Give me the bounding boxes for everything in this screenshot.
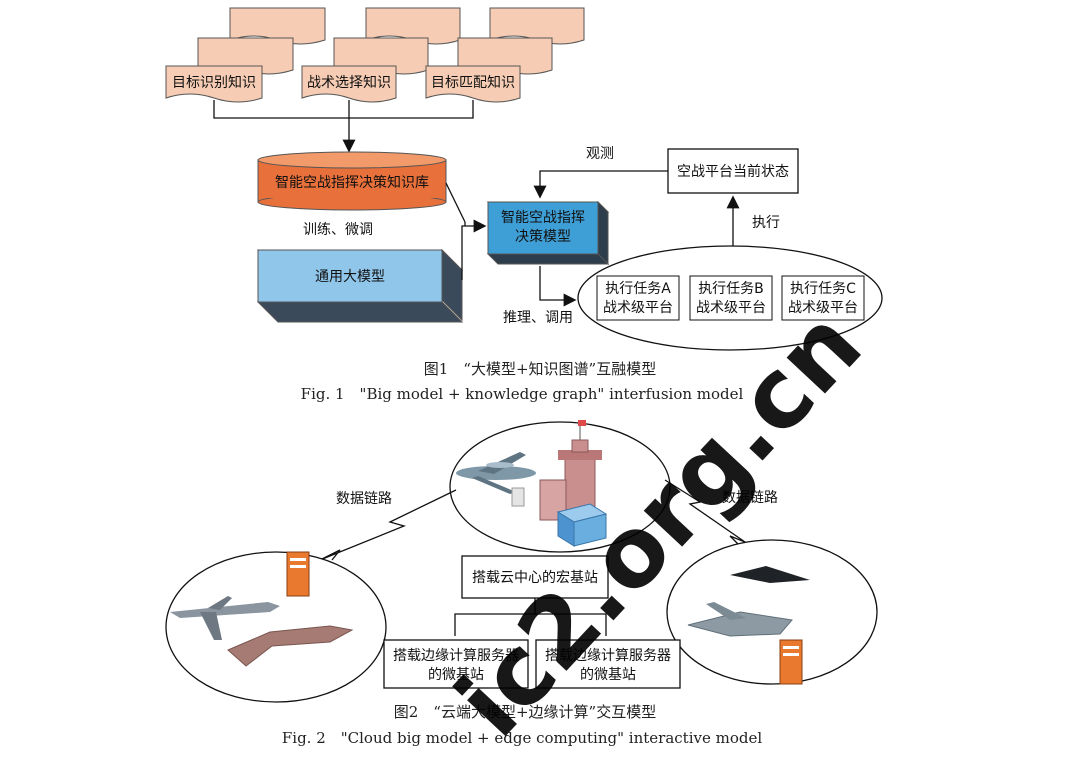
doc-stack-tactic-selection: 战术选择知识 xyxy=(301,7,461,103)
micro-station-box-1: 搭载边缘计算服务器 的微基站 xyxy=(383,639,529,689)
awacs-aircraft-icon xyxy=(456,452,536,507)
task-c-box: 执行任务C 战术级平台 xyxy=(781,275,865,321)
task-c-line2: 战术级平台 xyxy=(788,300,858,316)
drone-aircraft-icon xyxy=(170,596,280,640)
figure1-caption-en: Fig. 1 "Big model + knowledge graph" int… xyxy=(301,385,744,403)
task-b-box: 执行任务B 战术级平台 xyxy=(689,275,773,321)
doc-stack-target-recognition: 目标识别知识 xyxy=(165,7,326,103)
figure2-caption-cn: 图2 “云端大模型+边缘计算”交互模型 xyxy=(394,703,656,721)
train-finetune-label: 训练、微调 xyxy=(303,222,373,238)
micro-station-1-line1: 搭载边缘计算服务器 xyxy=(393,648,519,664)
data-link-right-label: 数据链路 xyxy=(722,490,778,506)
stealth-bomber-icon xyxy=(730,566,810,583)
micro-station-2-line2: 的微基站 xyxy=(580,666,636,683)
macro-station-label: 搭载云中心的宏基站 xyxy=(472,569,598,586)
right-server-icon xyxy=(779,639,803,685)
reason-label: 推理、调用 xyxy=(503,310,573,326)
task-c-line1: 执行任务C xyxy=(790,281,856,297)
task-a-line1: 执行任务A xyxy=(605,281,671,297)
current-state-box: 空战平台当前状态 xyxy=(667,148,799,194)
knowledge-base-cylinder: 智能空战指挥决策知识库 xyxy=(257,151,447,211)
cloud-center-ellipse xyxy=(449,420,671,553)
micro-station-box-2: 搭载边缘计算服务器 的微基站 xyxy=(535,639,681,689)
observe-connector xyxy=(533,170,668,199)
knowledge-base-label: 智能空战指挥决策知识库 xyxy=(275,174,429,191)
decision-model-label-line1: 智能空战指挥 xyxy=(501,210,585,226)
reason-connector xyxy=(539,266,577,307)
doc-label-tactic-selection: 战术选择知识 xyxy=(307,74,391,91)
micro-station-2-line1: 搭载边缘计算服务器 xyxy=(545,648,671,664)
decision-model-label-line2: 决策模型 xyxy=(515,228,571,245)
docs-merge-connector xyxy=(213,100,474,153)
decision-model-box: 智能空战指挥 决策模型 xyxy=(486,200,610,266)
task-a-box: 执行任务A 战术级平台 xyxy=(596,275,680,321)
left-edge-ellipse xyxy=(165,551,387,703)
data-link-right-icon xyxy=(664,479,746,549)
doc-label-target-recognition: 目标识别知识 xyxy=(172,74,256,91)
observe-label: 观测 xyxy=(586,146,614,162)
data-link-left-icon xyxy=(319,489,457,561)
kb-to-model-connector xyxy=(445,182,487,280)
current-state-label: 空战平台当前状态 xyxy=(677,163,789,180)
station-tree-connector xyxy=(454,598,607,636)
doc-stack-target-matching: 目标匹配知识 xyxy=(425,7,585,103)
figure1-caption-cn: 图1 “大模型+知识图谱”互融模型 xyxy=(424,360,656,378)
micro-station-1-line2: 的微基站 xyxy=(428,666,484,683)
general-model-box: 通用大模型 xyxy=(256,248,464,323)
task-b-line2: 战术级平台 xyxy=(696,300,766,316)
task-b-line1: 执行任务B xyxy=(698,281,764,297)
right-edge-ellipse xyxy=(666,539,878,685)
figure2-caption-en: Fig. 2 "Cloud big model + edge computing… xyxy=(282,729,762,747)
doc-label-target-matching: 目标匹配知识 xyxy=(431,74,515,91)
left-server-icon xyxy=(286,551,310,597)
fighter-aircraft-icon xyxy=(227,625,354,667)
execute-label: 执行 xyxy=(752,215,780,231)
task-a-line2: 战术级平台 xyxy=(603,300,673,316)
general-model-label: 通用大模型 xyxy=(315,269,385,285)
data-link-left-label: 数据链路 xyxy=(336,491,392,507)
jet-fighter-icon xyxy=(687,602,793,637)
tactical-platforms-ellipse: 执行任务A 战术级平台 执行任务B 战术级平台 执行任务C 战术级平台 xyxy=(577,245,883,351)
building-icon xyxy=(556,503,608,547)
